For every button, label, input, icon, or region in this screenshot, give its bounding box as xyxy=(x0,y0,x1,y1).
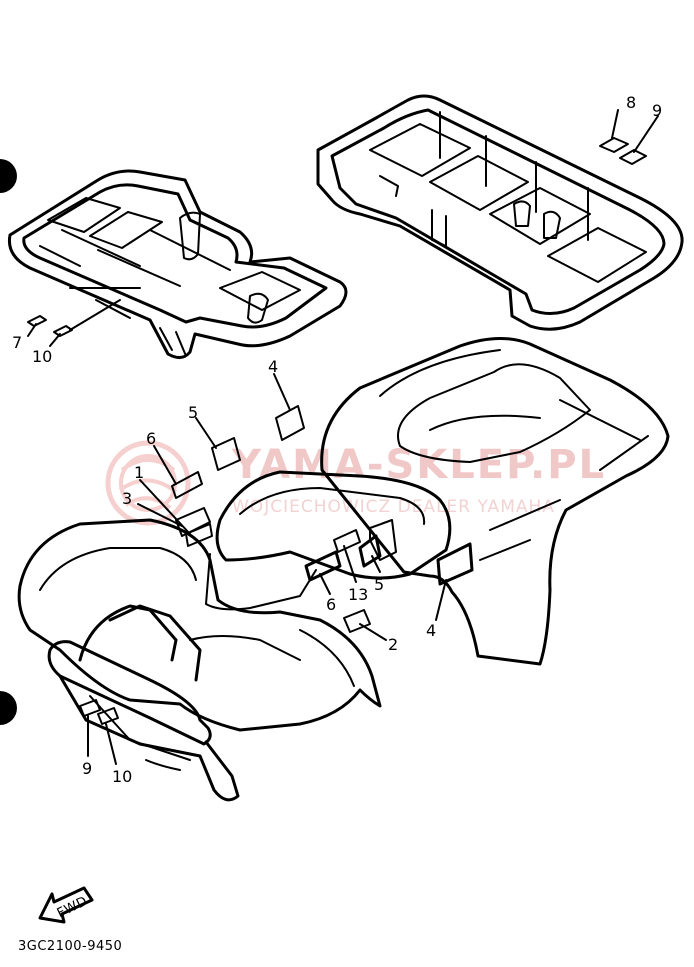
label-part-12 xyxy=(53,325,73,337)
decal-part-5-upper xyxy=(211,437,241,471)
callout-10: 8 xyxy=(626,93,636,112)
binder-hole-top xyxy=(0,159,17,193)
leader-lines xyxy=(27,109,659,765)
label-part-10 xyxy=(599,137,629,153)
decal-part-3 xyxy=(175,507,211,537)
decal-part-4-emblem xyxy=(369,519,397,561)
watermark: YAMA-SKLEP.PL WOJCIECHOWICZ DEALER YAMAH… xyxy=(105,440,606,526)
callout-7: 9 xyxy=(82,759,92,778)
callout-13: 13 xyxy=(348,585,368,604)
decal-part-8 xyxy=(97,707,119,725)
decal-part-13 xyxy=(333,529,361,553)
decal-part-6-lower xyxy=(304,550,342,582)
callout-2: 2 xyxy=(388,635,398,654)
label-parts-carriers xyxy=(27,137,647,337)
label-part-9 xyxy=(27,315,47,327)
callout-8: 10 xyxy=(112,767,132,786)
decal-part-7 xyxy=(79,699,101,717)
part-code: 3GC2100-9450 xyxy=(18,939,122,954)
callout-6-upper: 6 xyxy=(146,429,156,448)
callout-1: 1 xyxy=(134,463,144,482)
label-part-11 xyxy=(619,149,647,165)
decal-part-2 xyxy=(343,609,371,633)
binder-hole-bottom xyxy=(0,691,17,725)
callout-4-lower: 4 xyxy=(426,621,436,640)
callout-5-upper: 5 xyxy=(188,403,198,422)
decal-parts xyxy=(79,405,474,725)
callouts: 8 9 7 10 4 5 6 1 3 6 13 5 2 4 9 10 xyxy=(12,93,662,786)
callout-6-lower: 6 xyxy=(326,595,336,614)
front-carrier xyxy=(7,169,348,359)
fender-assembly xyxy=(17,336,670,732)
callout-4-upper: 4 xyxy=(268,357,278,376)
front-bumper xyxy=(47,604,240,802)
callout-12: 10 xyxy=(32,347,52,366)
callout-11: 9 xyxy=(652,101,662,120)
forward-arrow-icon: FWD xyxy=(38,886,94,924)
decal-part-4-upper xyxy=(275,405,305,441)
decal-part-6-upper xyxy=(171,471,203,499)
decal-part-1 xyxy=(185,523,213,547)
callout-5-lower: 5 xyxy=(374,575,384,594)
rear-carrier xyxy=(316,94,684,331)
watermark-title: YAMA-SKLEP.PL xyxy=(231,442,606,488)
callout-3: 3 xyxy=(122,489,132,508)
watermark-subtitle: WOJCIECHOWICZ DEALER YAMAHA xyxy=(232,497,555,517)
callout-9: 7 xyxy=(12,333,22,352)
decal-part-4-lower xyxy=(436,542,474,586)
